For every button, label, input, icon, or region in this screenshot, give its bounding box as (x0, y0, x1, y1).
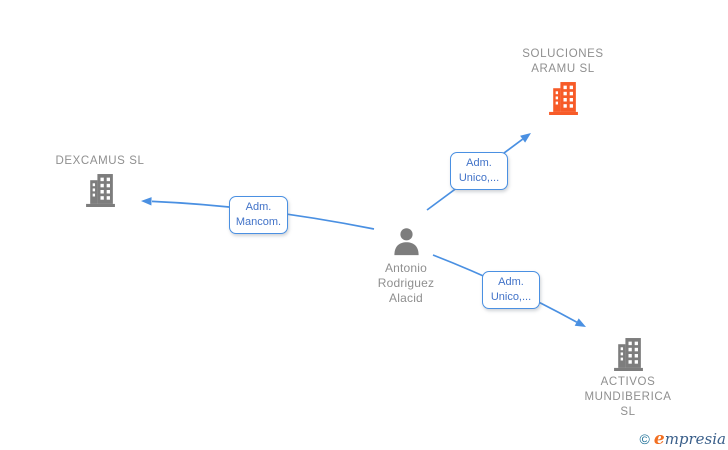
company-node-activos-mundiberica[interactable]: ACTIVOS MUNDIBERICA SL (553, 333, 703, 420)
building-icon (613, 338, 643, 371)
edge-label-adm-mancom[interactable]: Adm. Mancom. (229, 196, 288, 234)
empresia-logo: ©empresia (640, 429, 726, 449)
company-node-soluciones-aramu[interactable]: SOLUCIONES ARAMU SL (488, 47, 638, 119)
arrowhead-to-activos (574, 318, 586, 327)
copyright-symbol: © (639, 431, 650, 447)
arrowhead-to-soluciones (520, 133, 531, 143)
company-name-label: SOLUCIONES ARAMU SL (522, 48, 604, 75)
arrowhead-to-dexcamus (141, 197, 152, 206)
brand-initial: e (653, 429, 665, 449)
company-name-label: ACTIVOS MUNDIBERICA SL (584, 376, 672, 418)
edge-label-adm-unico-soluciones[interactable]: Adm. Unico,... (450, 152, 508, 190)
company-name-label: DEXCAMUS SL (55, 155, 145, 167)
building-icon (548, 82, 578, 115)
edge-label-adm-unico-activos[interactable]: Adm. Unico,... (482, 271, 540, 309)
brand-name: mpresia (664, 430, 726, 448)
person-name-label: Antonio Rodriguez Alacid (377, 261, 435, 305)
person-icon (393, 228, 419, 256)
company-node-dexcamus[interactable]: DEXCAMUS SL (25, 154, 175, 211)
person-node-antonio-rodriguez[interactable]: Antonio Rodriguez Alacid (346, 222, 466, 306)
building-icon (85, 174, 115, 207)
